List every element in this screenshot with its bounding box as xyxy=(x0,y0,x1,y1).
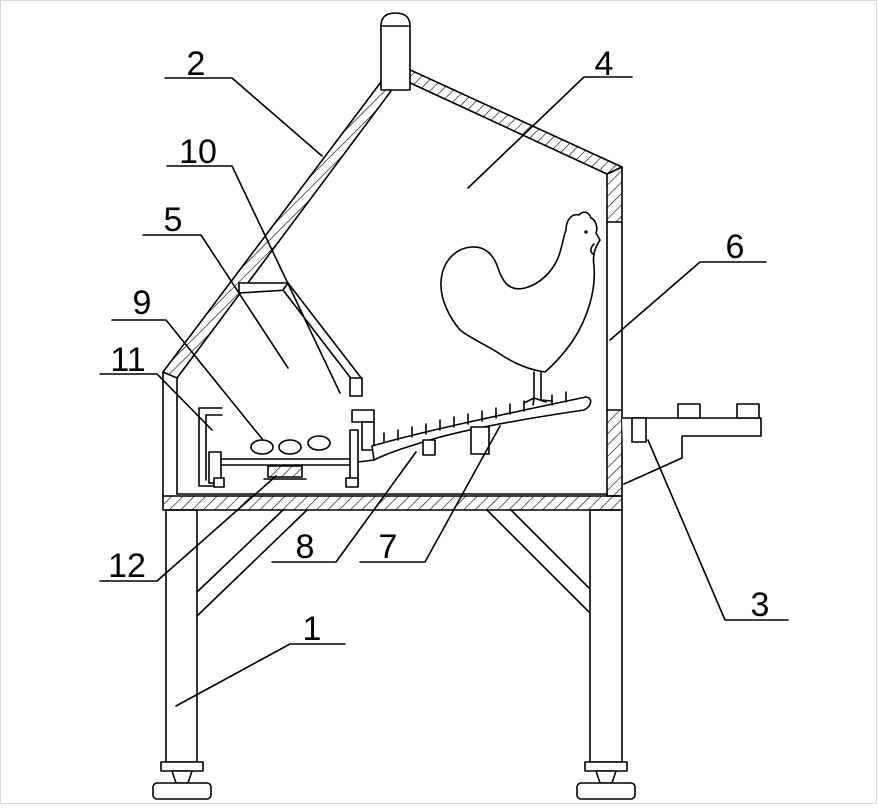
callout-1: 1 xyxy=(303,610,322,648)
callout-2: 2 xyxy=(187,45,206,83)
leader-1 xyxy=(175,643,346,707)
callout-5: 5 xyxy=(164,201,183,239)
perch-hanger xyxy=(422,439,436,456)
nest-end-block xyxy=(351,409,375,423)
tray-inner-block xyxy=(631,417,647,443)
external-tray xyxy=(621,403,762,485)
callout-9: 9 xyxy=(133,284,152,322)
callout-11: 11 xyxy=(110,341,145,379)
callout-4: 4 xyxy=(595,45,614,83)
egg xyxy=(250,439,274,455)
chicken-legs xyxy=(533,371,542,401)
callout-7: 7 xyxy=(379,528,398,566)
egg-collection-box xyxy=(267,465,303,478)
callout-12: 12 xyxy=(108,547,146,585)
plate-end-cap xyxy=(349,377,363,397)
tray-bump xyxy=(677,403,701,419)
left-bracket xyxy=(198,407,223,487)
right-wall-top xyxy=(606,166,623,223)
egg-tray-right-post xyxy=(349,429,359,486)
housing xyxy=(162,12,623,497)
leader-3 xyxy=(647,439,789,621)
left-brace-lower xyxy=(196,509,308,617)
chicken-wattle xyxy=(590,243,595,255)
leader-4 xyxy=(467,76,633,189)
right-leg xyxy=(589,509,623,763)
leader-6 xyxy=(609,261,767,341)
left-foot-neck xyxy=(171,770,193,784)
right-foot-neck xyxy=(595,770,617,784)
right-roof-panel xyxy=(405,67,623,175)
right-foot-plate xyxy=(576,782,636,800)
egg-tray-right-foot xyxy=(345,477,359,488)
leader-7 xyxy=(359,425,501,563)
leader-5 xyxy=(142,234,289,369)
left-bracket-inner xyxy=(205,414,223,481)
chicken-eye xyxy=(584,230,588,234)
left-leg xyxy=(165,509,198,763)
perch-hanger xyxy=(470,426,490,455)
perch-board xyxy=(371,396,592,461)
vent-pipe xyxy=(380,12,411,91)
nest-divider xyxy=(361,421,375,451)
nest-assembly xyxy=(198,282,375,488)
right-foot-collar xyxy=(584,761,628,772)
leader-8 xyxy=(271,451,417,563)
left-roof-panel xyxy=(162,81,392,379)
leader-12 xyxy=(99,475,277,582)
egg-tray-left-foot xyxy=(213,477,225,488)
right-brace-upper xyxy=(510,509,591,590)
left-foot-plate xyxy=(152,782,212,800)
left-foot-collar xyxy=(160,761,204,772)
right-wall-bottom xyxy=(606,409,623,497)
hopper-top-bar xyxy=(238,282,289,294)
leader-10 xyxy=(166,165,341,394)
callout-8: 8 xyxy=(296,528,315,566)
base-slab xyxy=(162,495,623,511)
tray-bump xyxy=(736,403,760,419)
leader-11 xyxy=(99,373,213,431)
callouts: 2 4 10 5 9 11 6 12 8 7 3 1 xyxy=(108,45,769,648)
stand xyxy=(152,495,636,800)
left-brace-upper xyxy=(196,509,284,593)
egg xyxy=(307,435,331,451)
leader-9 xyxy=(111,319,264,441)
sloped-perch xyxy=(357,391,592,463)
chicken-outline xyxy=(440,211,601,373)
right-brace-lower xyxy=(486,509,591,614)
leader-2 xyxy=(164,77,323,157)
egg xyxy=(278,439,302,455)
callout-3: 3 xyxy=(751,586,770,624)
callout-6: 6 xyxy=(726,228,745,266)
leader-lines xyxy=(99,76,789,707)
chicken xyxy=(440,211,601,406)
chicken-feet xyxy=(523,397,553,406)
callout-10: 10 xyxy=(179,133,217,171)
perch-connector xyxy=(357,459,375,463)
